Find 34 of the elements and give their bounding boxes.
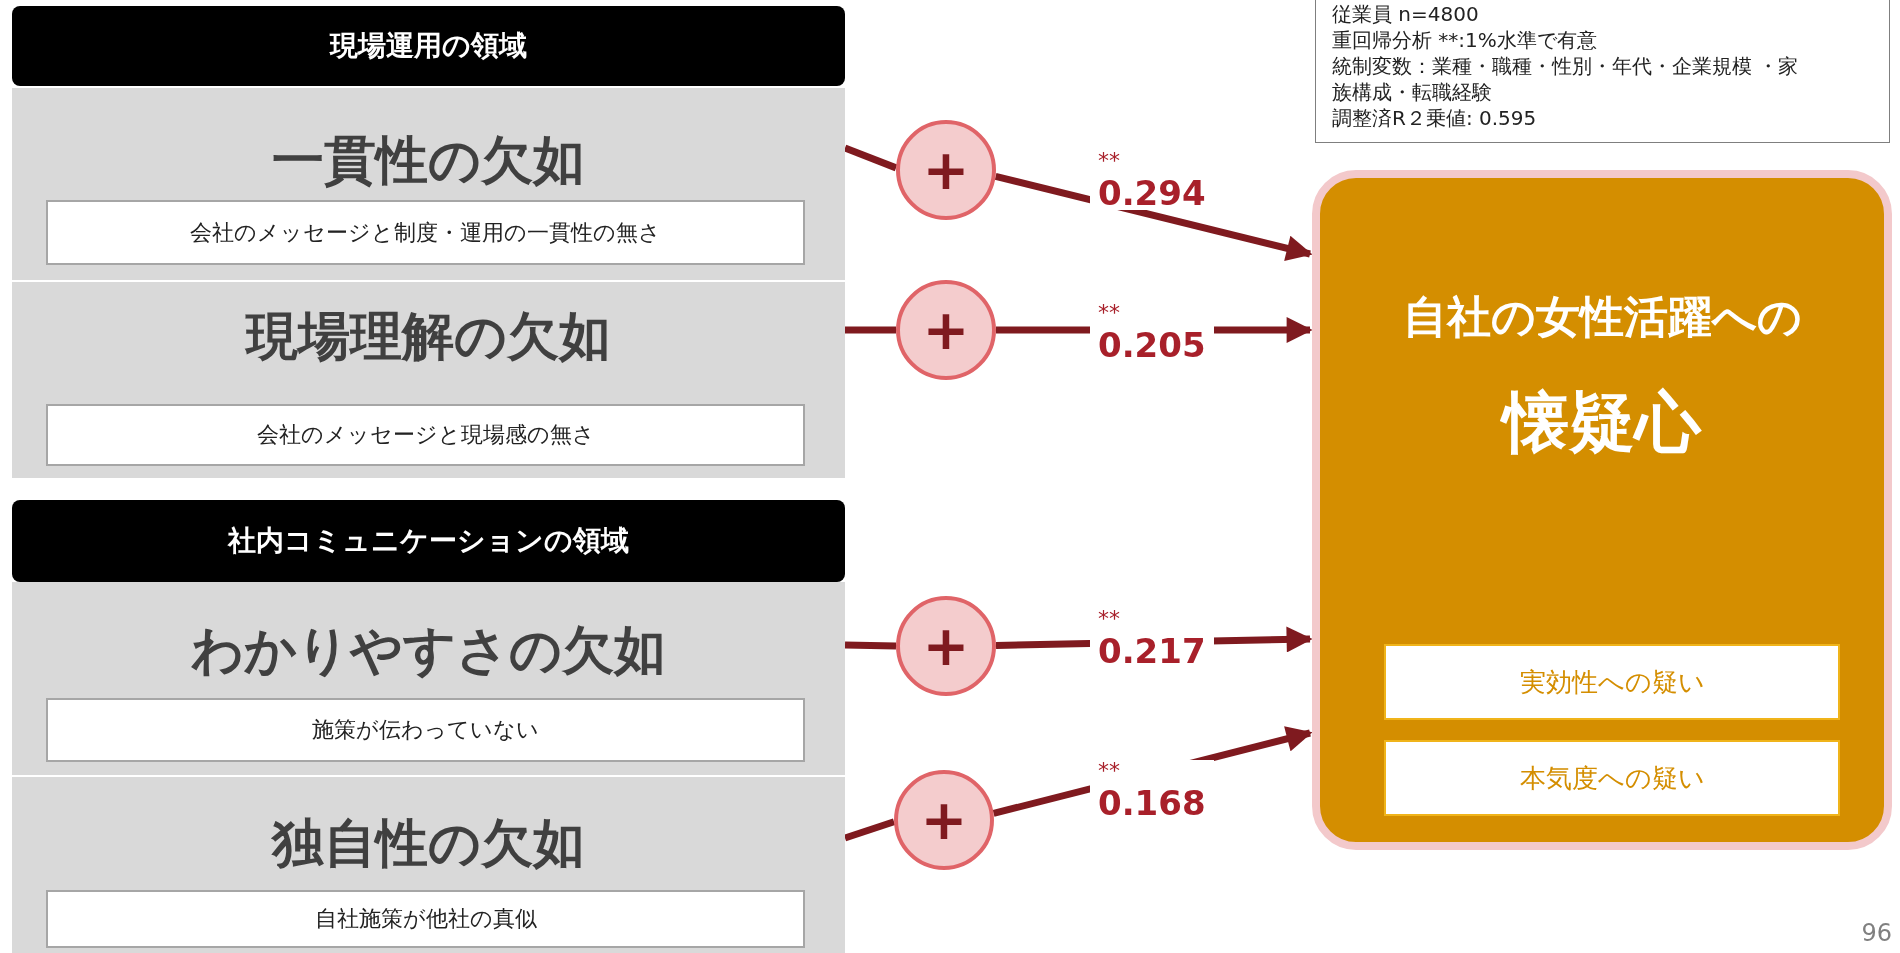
note-text: 従業員 n=4800 xyxy=(1332,1,1480,27)
description-box: 会社のメッセージと制度・運用の一貫性の無さ xyxy=(46,200,805,265)
note-box xyxy=(1315,0,1890,143)
plus-circle: + xyxy=(894,770,994,870)
plus-circle: + xyxy=(896,120,996,220)
description-box: 会社のメッセージと現場感の無さ xyxy=(46,404,805,466)
sub-factor-box: 本気度への疑い xyxy=(1384,740,1840,816)
connector-line xyxy=(844,641,897,650)
arrow xyxy=(994,172,1313,261)
note-text: 統制変数：業種・職種・性別・年代・企業規模 ・家族構成・転職経験 xyxy=(1332,53,1800,105)
connector-line xyxy=(845,326,896,334)
connector-line xyxy=(843,144,898,172)
result-subtitle: 自社の女性活躍への xyxy=(1401,290,1803,344)
category-title: 一貫性の欠如 xyxy=(271,129,586,192)
plus-circle: + xyxy=(896,280,996,380)
sub-factor-box: 実効性への疑い xyxy=(1384,644,1840,720)
note-text: 重回帰分析 **:1%水準で有意 xyxy=(1332,27,1598,53)
category-box xyxy=(12,282,845,478)
plus-circle: + xyxy=(896,596,996,696)
section-header: 現場運用の領域 xyxy=(12,6,845,86)
category-box xyxy=(12,582,845,775)
section-header: 社内コミュニケーションの領域 xyxy=(12,500,845,582)
result-box xyxy=(1312,170,1892,850)
note-text: 調整済R２乗値: 0.595 xyxy=(1332,105,1538,131)
category-title: 独自性の欠如 xyxy=(270,812,586,875)
page-number: 96 xyxy=(1861,919,1892,947)
category-title: 現場理解の欠如 xyxy=(244,305,612,368)
category-box xyxy=(12,777,845,953)
connector-line xyxy=(843,818,896,842)
category-box xyxy=(12,88,845,280)
category-title: わかりやすさの欠如 xyxy=(190,619,667,682)
description-box: 自社施策が他社の真似 xyxy=(46,890,805,948)
result-title: 懐疑心 xyxy=(1320,378,1884,468)
description-box: 施策が伝わっていない xyxy=(46,698,805,762)
